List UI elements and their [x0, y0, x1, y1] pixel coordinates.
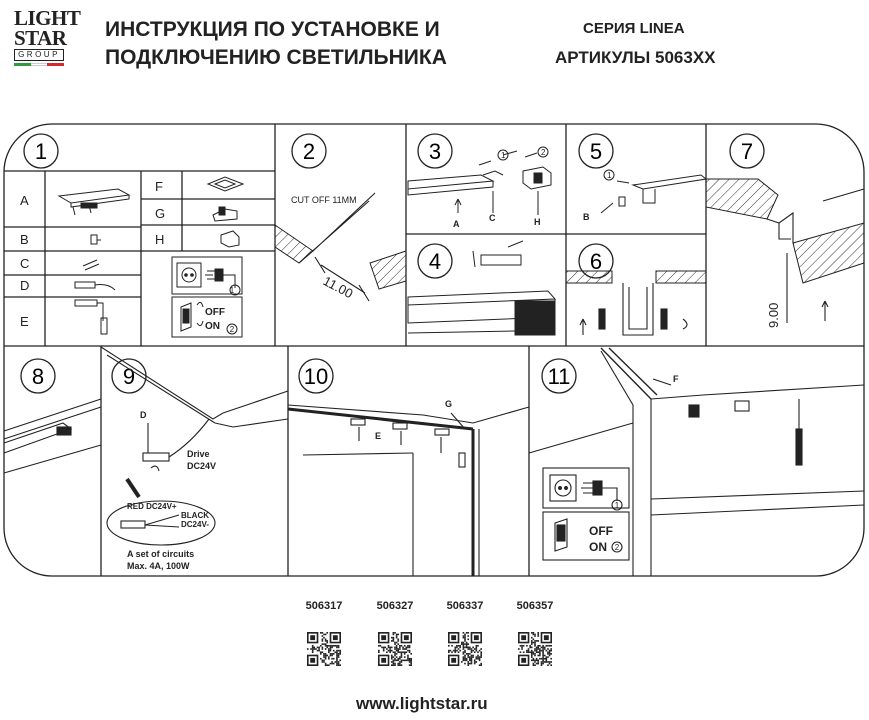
- step-number-10: 10: [304, 364, 328, 389]
- step3-circle2: 2: [541, 148, 546, 157]
- step3-circle1: 1: [501, 151, 506, 160]
- power-step-2: 2: [230, 325, 235, 334]
- title-line1: ИНСТРУКЦИЯ ПО УСТАНОВКЕ И: [105, 18, 440, 41]
- website-link[interactable]: www.lightstar.ru: [356, 694, 488, 713]
- article-506317: 506317: [305, 600, 343, 612]
- step-number-8: 8: [32, 364, 44, 389]
- qr-code-icon: [518, 632, 552, 666]
- part-label-f: F: [155, 179, 163, 194]
- step-number-6: 6: [590, 249, 602, 274]
- step-number-11: 11: [548, 364, 571, 389]
- step9-drive: Drive: [187, 449, 210, 459]
- step9-black-dc: DC24V-: [181, 520, 209, 529]
- step5-label-b: B: [583, 212, 590, 222]
- step-number-4: 4: [429, 249, 441, 274]
- cut-dimension: 11.00: [321, 273, 356, 301]
- step9-note2: Max. 4A, 100W: [127, 561, 190, 571]
- step5-circle1: 1: [607, 171, 612, 180]
- article-506337: 506337: [446, 600, 484, 612]
- step-number-7: 7: [741, 139, 753, 164]
- step11-label-f: F: [673, 374, 679, 384]
- part-label-b: B: [20, 232, 29, 247]
- step9-label-d: D: [140, 410, 147, 420]
- article-506327: 506327: [376, 600, 414, 612]
- step3-label-h: H: [534, 217, 541, 227]
- qr-code-icon: [307, 632, 341, 666]
- step11-on: ON: [589, 540, 607, 554]
- part-label-g: G: [155, 206, 165, 221]
- step7-dimension: 9.00: [766, 303, 781, 328]
- part-label-e: E: [20, 314, 29, 329]
- step9-red: RED DC24V+: [127, 502, 177, 511]
- italian-flag-icon: [14, 63, 65, 66]
- step3-label-a: A: [453, 219, 460, 229]
- brand-logo: LIGHT STAR GROUP: [14, 6, 81, 66]
- qr-code-icon: [378, 632, 412, 666]
- step-number-3: 3: [429, 139, 441, 164]
- step11-off: OFF: [589, 524, 613, 538]
- part-label-d: D: [20, 278, 29, 293]
- step10-label-g: G: [445, 399, 452, 409]
- qr-code-icon: [448, 632, 482, 666]
- logo-group: GROUP: [14, 49, 64, 61]
- step9-note1: A set of circuits: [127, 549, 194, 559]
- step9-black: BLACK: [181, 511, 209, 520]
- articles-label: АРТИКУЛЫ 5063XX: [555, 48, 716, 67]
- part-label-c: C: [20, 256, 29, 271]
- power-off-label: OFF: [205, 307, 225, 318]
- step-number-1: 1: [35, 139, 47, 164]
- power-step-1: 1: [230, 286, 235, 295]
- logo-line2: STAR: [14, 26, 67, 50]
- logo-line1: LIGHT: [14, 6, 81, 30]
- instruction-diagram: 1 2 3 5 7 4 6 8 9 10 11 A B C D E F G H …: [3, 123, 865, 577]
- power-on-label: ON: [205, 321, 220, 332]
- step-number-5: 5: [590, 139, 602, 164]
- title-line2: ПОДКЛЮЧЕНИЮ СВЕТИЛЬНИКА: [105, 46, 447, 69]
- step10-label-e: E: [375, 431, 381, 441]
- step9-dc24v: DC24V: [187, 461, 216, 471]
- cut-off-label: CUT OFF 11MM: [291, 195, 357, 205]
- step3-label-c: C: [489, 213, 496, 223]
- step-number-2: 2: [303, 139, 315, 164]
- series-label: СЕРИЯ LINEA: [583, 20, 685, 37]
- step11-power-1: 1: [615, 501, 620, 510]
- page-title: ИНСТРУКЦИЯ ПО УСТАНОВКЕ И ПОДКЛЮЧЕНИЮ СВ…: [105, 16, 447, 72]
- step11-power-2: 2: [615, 543, 620, 552]
- part-label-h: H: [155, 232, 164, 247]
- part-label-a: A: [20, 193, 29, 208]
- article-506357: 506357: [516, 600, 554, 612]
